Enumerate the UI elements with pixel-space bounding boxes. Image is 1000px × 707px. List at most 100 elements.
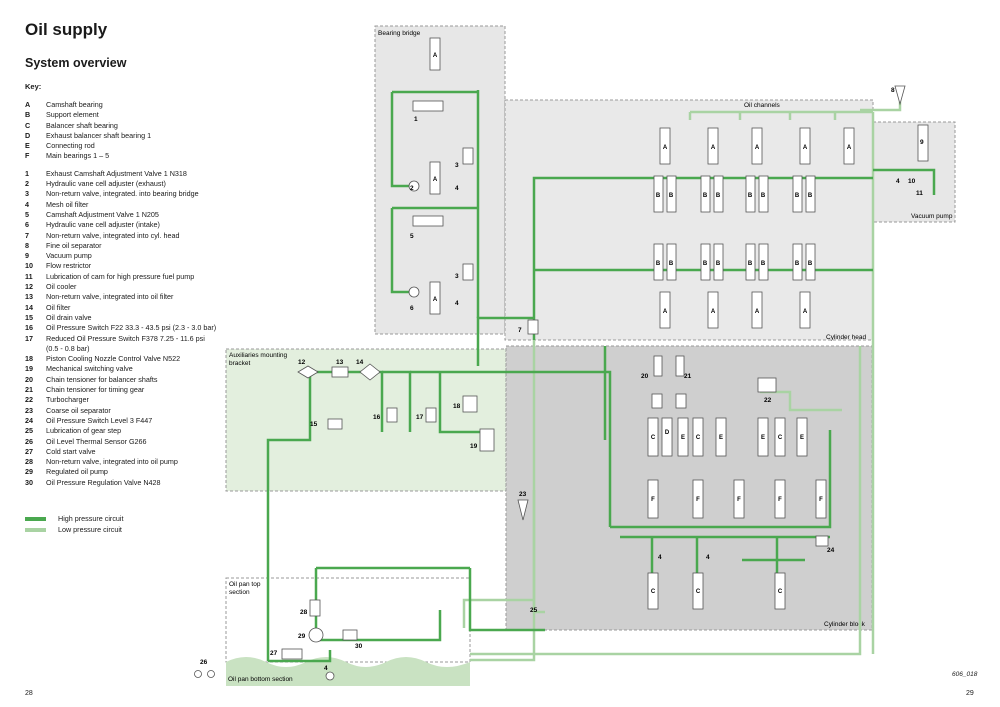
legend-item-high-pressure: High pressure circuit <box>25 513 124 524</box>
svg-text:E: E <box>681 435 685 441</box>
level-sensor-icon <box>207 670 215 678</box>
bearing-box-d <box>661 417 673 457</box>
key-code: 17 <box>25 333 33 343</box>
bearing-box-b <box>805 243 816 281</box>
svg-text:B: B <box>808 261 813 267</box>
key-code: 9 <box>25 251 29 261</box>
svg-text:23: 23 <box>519 491 527 498</box>
svg-text:A: A <box>663 309 668 315</box>
key-text: Mesh oil filter <box>46 199 89 209</box>
legend-label: Low pressure circuit <box>58 525 122 534</box>
key-code: 2 <box>25 179 29 189</box>
key-code: 30 <box>25 477 33 487</box>
svg-text:1: 1 <box>414 116 418 123</box>
key-text: Fine oil separator <box>46 240 102 250</box>
bearing-box-f <box>774 479 786 519</box>
key-text: Piston Cooling Nozzle Control Valve N522 <box>46 354 181 364</box>
bearing-box-b <box>745 175 756 213</box>
bearing-box-b <box>745 243 756 281</box>
pressure-switch-icon <box>815 535 829 547</box>
bearing-box-b <box>666 175 677 213</box>
key-text: Non-return valve, integrated into cyl. h… <box>46 230 180 240</box>
bearing-box-a <box>799 127 811 165</box>
svg-text:E: E <box>800 435 804 441</box>
bearing-box-a <box>751 127 763 165</box>
bearing-box-c <box>774 417 786 457</box>
key-code: 28 <box>25 457 33 467</box>
key-code: 4 <box>25 199 29 209</box>
key-text: Oil Pressure Regulation Valve N428 <box>46 477 161 487</box>
svg-text:B: B <box>669 261 674 267</box>
svg-text:A: A <box>711 309 716 315</box>
bearing-box-b <box>653 243 664 281</box>
bearing-box-c <box>692 572 704 610</box>
chain-tensioner-icon <box>675 393 687 409</box>
cylinder-block-region <box>505 345 873 631</box>
svg-text:C: C <box>651 435 656 441</box>
bearing-box-b <box>700 243 711 281</box>
mesh-filter-icon <box>325 671 335 681</box>
svg-text:B: B <box>656 193 661 199</box>
key-code: 19 <box>25 364 33 374</box>
svg-text:4: 4 <box>706 554 710 561</box>
bearing-box-b <box>713 175 724 213</box>
camshaft-valve-icon <box>412 100 444 112</box>
svg-text:4: 4 <box>455 185 459 192</box>
key-text: Oil Pressure Switch Level 3 F447 <box>46 415 153 425</box>
auxiliaries-label-line2: bracket <box>229 360 251 367</box>
switching-valve-icon <box>479 428 495 452</box>
bearing-box-b <box>792 175 803 213</box>
callout-numbers: 1 2 3 4 5 6 3 4 7 8 9 4 10 11 12 13 14 1… <box>200 87 924 672</box>
key-text: Hydraulic vane cell adjuster (intake) <box>46 220 160 230</box>
bearing-box-a <box>751 291 763 329</box>
svg-text:12: 12 <box>298 359 306 366</box>
bearing-box-b <box>700 175 711 213</box>
svg-text:B: B <box>761 193 766 199</box>
key-item: (0.5 - 0.8 bar) <box>25 344 225 354</box>
bearing-box-f <box>815 479 827 519</box>
key-code: 23 <box>25 405 33 415</box>
key-text: Lubrication of cam for high pressure fue… <box>46 271 195 281</box>
key-text: Oil Level Thermal Sensor G266 <box>46 436 147 446</box>
svg-text:14: 14 <box>356 359 364 366</box>
bearing-box-b <box>792 243 803 281</box>
key-text: Oil filter <box>46 302 71 312</box>
key-item: 30 Oil Pressure Regulation Valve N428 <box>25 478 225 488</box>
svg-text:3: 3 <box>455 273 459 280</box>
svg-text:B: B <box>808 193 813 199</box>
oil-pan-bottom-region <box>226 657 470 686</box>
key-text: Cold start valve <box>46 446 96 456</box>
page-number-right: 29 <box>966 690 974 697</box>
svg-text:C: C <box>696 589 701 595</box>
svg-text:C: C <box>778 435 783 441</box>
svg-text:2: 2 <box>410 185 414 192</box>
regulation-valve-icon <box>342 629 358 641</box>
vacuum-pump-box <box>917 124 929 162</box>
svg-text:F: F <box>696 497 700 503</box>
key-code: D <box>25 130 31 140</box>
bearing-box-f <box>692 479 704 519</box>
svg-text:4: 4 <box>455 300 459 307</box>
svg-text:7: 7 <box>518 327 522 334</box>
svg-text:F: F <box>737 497 741 503</box>
svg-text:6: 6 <box>410 305 414 312</box>
bearing-box-f <box>647 479 659 519</box>
svg-text:F: F <box>778 497 782 503</box>
chain-tensioner-icon <box>653 355 663 377</box>
page-subtitle: System overview <box>25 56 127 70</box>
